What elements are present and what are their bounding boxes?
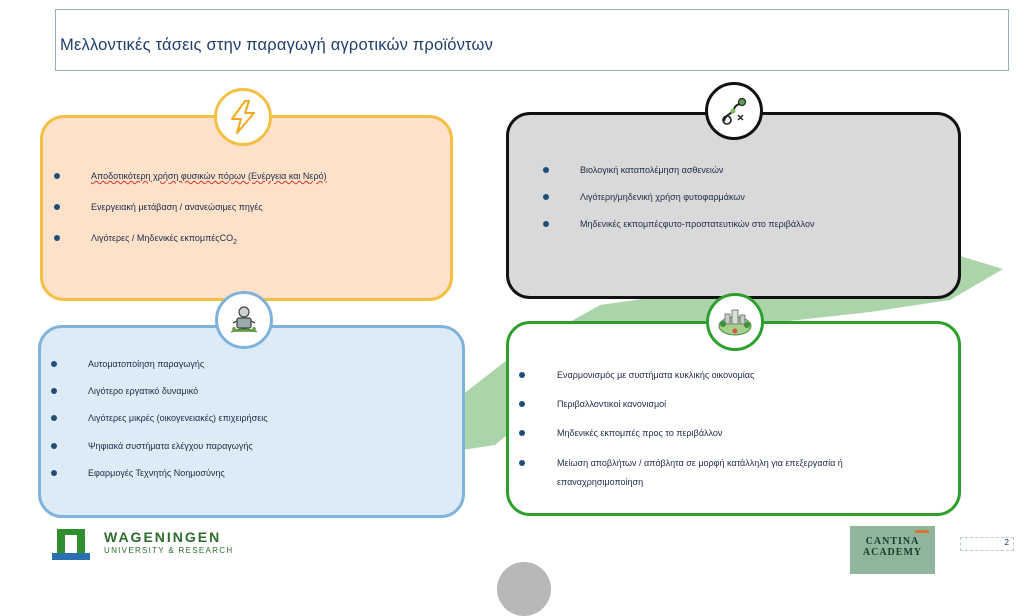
list-item: Μηδενικές εκπομπέςφυτο-προστατευτικών στ…: [543, 219, 814, 246]
list-item: Αυτοματοποίηση παραγωγής: [51, 359, 268, 386]
bullet-icon: [543, 194, 549, 200]
panel-biological: [506, 112, 961, 299]
list-item: Μηδενικές εκπομπές προς το περιβάλλον: [519, 428, 917, 457]
automation-list: Αυτοματοποίηση παραγωγής Λιγότερο εργατι…: [51, 359, 268, 495]
farmer-robot-icon: [215, 291, 273, 349]
page-number: 2: [960, 537, 1014, 551]
bullet-icon: [54, 173, 60, 179]
title-box: Μελλοντικές τάσεις στην παραγωγή αγροτικ…: [55, 9, 1009, 71]
list-item: Αποδοτικότερη χρήση φυσικών πόρων (Ενέργ…: [54, 171, 327, 202]
list-item: Λιγότερες / Μηδενικές εκπομπέςCO2: [54, 233, 327, 264]
list-item: Βιολογική καταπολέμηση ασθενειών: [543, 165, 814, 192]
flag-stripe: [915, 530, 929, 533]
cantina-line2: ACADEMY: [862, 547, 923, 558]
bullet-icon: [543, 221, 549, 227]
green-city-icon: [706, 293, 764, 351]
list-item: Εναρμονισμός με συστήματα κυκλικής οικον…: [519, 370, 917, 399]
bullet-icon: [519, 372, 525, 378]
bullet-icon: [519, 459, 525, 466]
wageningen-logo: WAGENINGEN UNIVERSITY & RESEARCH: [52, 527, 242, 563]
panel-automation: [38, 325, 465, 518]
bullet-icon: [519, 430, 525, 437]
bullet-icon: [51, 361, 57, 367]
microbe-icon: [705, 82, 763, 140]
list-item: Λιγότερες μικρές (οικογενειακές) επιχειρ…: [51, 413, 268, 440]
panel-circular-economy: [506, 321, 961, 516]
bullet-icon: [54, 204, 60, 210]
cantina-academy-logo: CANTINA ACADEMY: [850, 526, 935, 574]
decorative-disc: [497, 562, 551, 616]
bullet-icon: [543, 167, 549, 173]
wur-subtitle: UNIVERSITY & RESEARCH: [104, 546, 234, 555]
biological-list: Βιολογική καταπολέμηση ασθενειών Λιγότερ…: [543, 165, 814, 246]
wur-mark-icon: [52, 529, 90, 560]
cantina-line1: CANTINA: [865, 536, 920, 547]
list-item: Ενεργειακή μετάβαση / ανανεώσιμες πηγές: [54, 202, 327, 233]
bullet-icon: [51, 442, 57, 449]
list-item: Μείωση αποβλήτων / απόβλητα σε μορφή κατ…: [519, 454, 917, 487]
energy-list: Αποδοτικότερη χρήση φυσικών πόρων (Ενέργ…: [54, 171, 327, 264]
background-arrow: [462, 256, 1003, 450]
bullet-icon: [51, 415, 57, 422]
list-item: Λιγότερο εργατικό δυναμικό: [51, 386, 268, 413]
list-item: Λιγότερη/μηδενική χρήση φυτοφαρμάκων: [543, 192, 814, 219]
panel-energy: [40, 115, 453, 301]
slide-title: Μελλοντικές τάσεις στην παραγωγή αγροτικ…: [60, 36, 494, 54]
circular-economy-list: Εναρμονισμός με συστήματα κυκλικής οικον…: [519, 370, 917, 487]
bullet-icon: [519, 401, 525, 408]
list-item: Εφαρμογές Τεχνητής Νοημοσύνης: [51, 468, 268, 495]
wur-name: WAGENINGEN: [104, 529, 222, 545]
lightning-bolt-icon: [214, 88, 272, 146]
bullet-icon: [51, 469, 57, 476]
bullet-icon: [51, 388, 57, 395]
list-item: Ψηφιακά συστήματα ελέγχου παραγωγής: [51, 441, 268, 468]
bullet-icon: [54, 235, 60, 241]
list-item: Περιβαλλοντικοί κανονισμοί: [519, 399, 917, 428]
